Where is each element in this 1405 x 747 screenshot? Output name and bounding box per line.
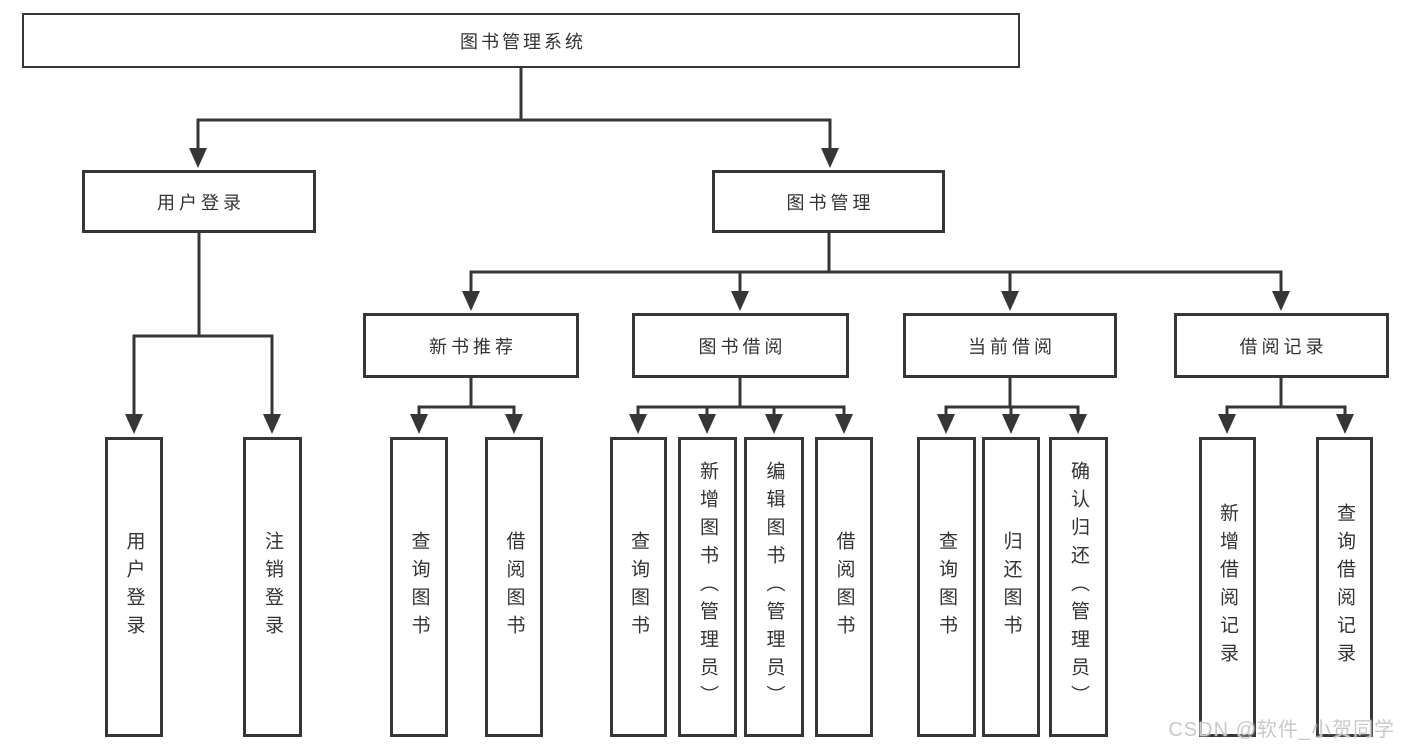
node-query-book-recommend: 查询图书 xyxy=(390,437,448,737)
node-label: 新书推荐 xyxy=(429,336,517,357)
arrow-down-icon xyxy=(835,414,853,434)
connector-borrow-bar xyxy=(636,405,846,418)
node-query-book-borrow: 查询图书 xyxy=(610,437,667,737)
node-logout: 注销登录 xyxy=(243,437,302,737)
arrow-down-icon xyxy=(462,291,480,311)
arrow-down-icon xyxy=(731,291,749,311)
node-label: 编辑图书（管理员） xyxy=(763,461,785,713)
arrow-down-icon xyxy=(698,414,716,434)
node-root: 图书管理系统 xyxy=(22,13,1020,68)
arrow-down-icon xyxy=(1272,291,1290,311)
arrow-down-icon xyxy=(1001,291,1019,311)
node-label: 用户登录 xyxy=(157,192,245,213)
arrow-down-icon xyxy=(1336,414,1354,434)
arrow-down-icon xyxy=(765,414,783,434)
node-confirm-return-admin: 确认归还（管理员） xyxy=(1049,437,1108,737)
node-label: 图书借阅 xyxy=(698,336,787,357)
node-label: 用户登录 xyxy=(123,531,145,643)
watermark: CSDN @软件_小贺同学 xyxy=(1168,719,1395,741)
arrow-down-icon xyxy=(505,414,523,434)
node-user-login-leaf: 用户登录 xyxy=(105,437,163,737)
node-query-book-current: 查询图书 xyxy=(917,437,976,737)
node-label: 查询图书 xyxy=(408,531,430,643)
node-label: 查询图书 xyxy=(628,531,649,643)
connector-recommend-bar xyxy=(417,405,516,418)
arrow-down-icon xyxy=(629,414,647,434)
node-borrow-book-recommend: 借阅图书 xyxy=(485,437,543,737)
node-new-book-recommend: 新书推荐 xyxy=(363,313,579,378)
arrow-down-icon xyxy=(125,414,143,434)
node-return-book: 归还图书 xyxy=(982,437,1040,737)
arrow-down-icon xyxy=(189,148,207,168)
node-label: 新增借阅记录 xyxy=(1217,503,1238,671)
node-label: 借阅图书 xyxy=(503,531,525,643)
arrow-down-icon xyxy=(937,414,955,434)
node-edit-book-admin: 编辑图书（管理员） xyxy=(744,437,804,737)
arrow-down-icon xyxy=(410,414,428,434)
node-book-borrow: 图书借阅 xyxy=(632,313,849,378)
node-current-borrow: 当前借阅 xyxy=(903,313,1117,378)
node-label: 借阅记录 xyxy=(1239,336,1328,357)
arrow-down-icon xyxy=(1002,414,1020,434)
node-query-borrow-record: 查询借阅记录 xyxy=(1316,437,1373,737)
connector-records-bar xyxy=(1225,405,1347,418)
node-label: 查询图书 xyxy=(936,531,957,643)
node-book-management: 图书管理 xyxy=(712,170,945,233)
arrow-down-icon xyxy=(1069,414,1087,434)
connector-book-mgmt-bar xyxy=(469,270,1283,294)
arrow-down-icon xyxy=(821,148,839,168)
node-borrow-book-leaf: 借阅图书 xyxy=(815,437,873,737)
connector-root-bar xyxy=(196,118,832,150)
node-add-borrow-record: 新增借阅记录 xyxy=(1199,437,1256,737)
node-borrow-records: 借阅记录 xyxy=(1174,313,1389,378)
node-add-book-admin: 新增图书（管理员） xyxy=(678,437,737,737)
arrow-down-icon xyxy=(263,414,281,434)
node-label: 当前借阅 xyxy=(968,336,1056,357)
connector-user-login-bar xyxy=(132,334,274,418)
arrow-down-icon xyxy=(1218,414,1236,434)
node-label: 图书管理系统 xyxy=(460,31,586,52)
node-label: 借阅图书 xyxy=(833,531,855,643)
node-label: 新增图书（管理员） xyxy=(697,461,718,713)
node-label: 图书管理 xyxy=(786,192,875,213)
node-label: 归还图书 xyxy=(1000,531,1022,643)
node-user-login: 用户登录 xyxy=(82,170,316,233)
node-label: 注销登录 xyxy=(262,531,283,643)
node-label: 查询借阅记录 xyxy=(1334,503,1355,671)
node-label: 确认归还（管理员） xyxy=(1068,461,1089,713)
